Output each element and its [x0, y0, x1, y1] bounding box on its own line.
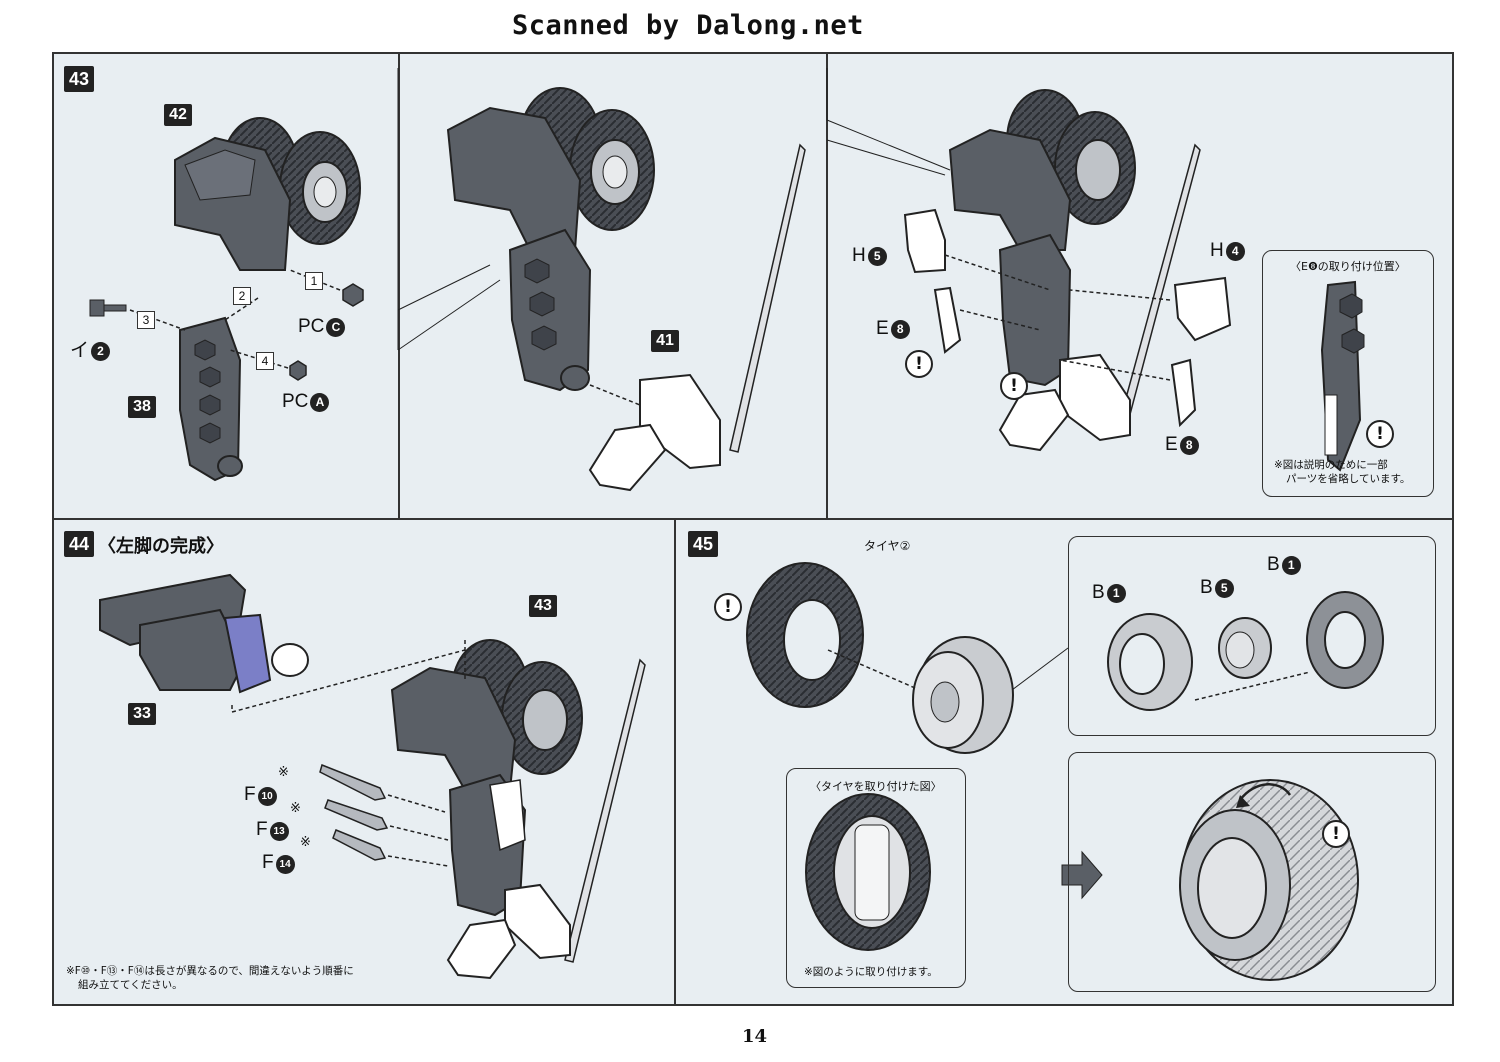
part-41-tag: 41	[651, 330, 679, 352]
step44-note-2: 組み立ててください。	[78, 979, 183, 991]
mark-f13: ※	[290, 801, 301, 816]
e8-callout-box	[1262, 250, 1434, 497]
order-1: 1	[305, 272, 323, 290]
step43-small-parts	[89, 269, 364, 381]
part-38-tag: 38	[128, 396, 156, 418]
caution-icon: !	[1322, 820, 1350, 848]
page-number: 14	[742, 1026, 768, 1047]
step43-hip-part	[179, 316, 243, 482]
order-4: 4	[256, 352, 274, 370]
step43-wheel-unit	[174, 117, 361, 271]
mounted-tire-title: 〈タイヤを取り付けた図〉	[810, 780, 942, 793]
mounted-tire-box	[786, 768, 966, 988]
step43-zoom-lines	[397, 68, 951, 351]
caution-icon: !	[1366, 420, 1394, 448]
step45-wheel-parts	[1107, 591, 1384, 711]
caution-icon: !	[905, 350, 933, 378]
part-42-tag: 42	[164, 104, 192, 126]
step45-wheel	[827, 636, 1014, 754]
step45-mounted-view	[805, 793, 931, 951]
e8-callout-title: 〈E❽の取り付け位置〉	[1290, 260, 1406, 273]
result-box	[1068, 752, 1436, 992]
wheel-parts-box	[1068, 536, 1436, 736]
divider-v2	[826, 54, 828, 518]
e8-callout-note-2: パーツを省略しています。	[1286, 473, 1411, 485]
step-44-title: 〈左脚の完成〉	[98, 536, 224, 557]
step45-zoom-line	[1011, 647, 1069, 691]
step45-completed-wheel	[1179, 779, 1359, 981]
part-43-tag: 43	[529, 595, 557, 617]
step44-weapon-part	[99, 573, 466, 713]
divider-v1	[398, 54, 400, 518]
watermark: Scanned by Dalong.net	[512, 10, 864, 41]
caution-icon: !	[714, 593, 742, 621]
step-44-number: 44	[64, 531, 94, 557]
step44-note-1: ※F⑩・F⑬・F⑭は長さが異なるので、間違えないよう順番に	[66, 965, 354, 977]
order-2: 2	[233, 287, 251, 305]
order-3: 3	[137, 311, 155, 329]
step43-leg-assembly-2	[446, 87, 806, 492]
part-33-tag: 33	[128, 703, 156, 725]
mark-f14: ※	[300, 835, 311, 850]
step43-leg-assembly-3	[903, 89, 1232, 452]
divider-horizontal	[54, 518, 1452, 520]
mounted-tire-note: ※図のように取り付けます。	[804, 966, 938, 978]
step44-leg-complete	[390, 639, 646, 980]
step44-fin-parts	[319, 763, 449, 867]
tire-label: タイヤ②	[864, 539, 911, 553]
e8-position-diagram	[1320, 280, 1365, 472]
step-45-number: 45	[688, 531, 718, 557]
e8-callout-note-1: ※図は説明のために一部	[1274, 459, 1388, 471]
step45-next-arrow	[1061, 850, 1103, 900]
caution-icon: !	[1000, 372, 1028, 400]
step-43-number: 43	[64, 66, 94, 92]
step45-tire	[746, 562, 864, 708]
mark-f10: ※	[278, 765, 289, 780]
divider-v3	[674, 520, 676, 1006]
